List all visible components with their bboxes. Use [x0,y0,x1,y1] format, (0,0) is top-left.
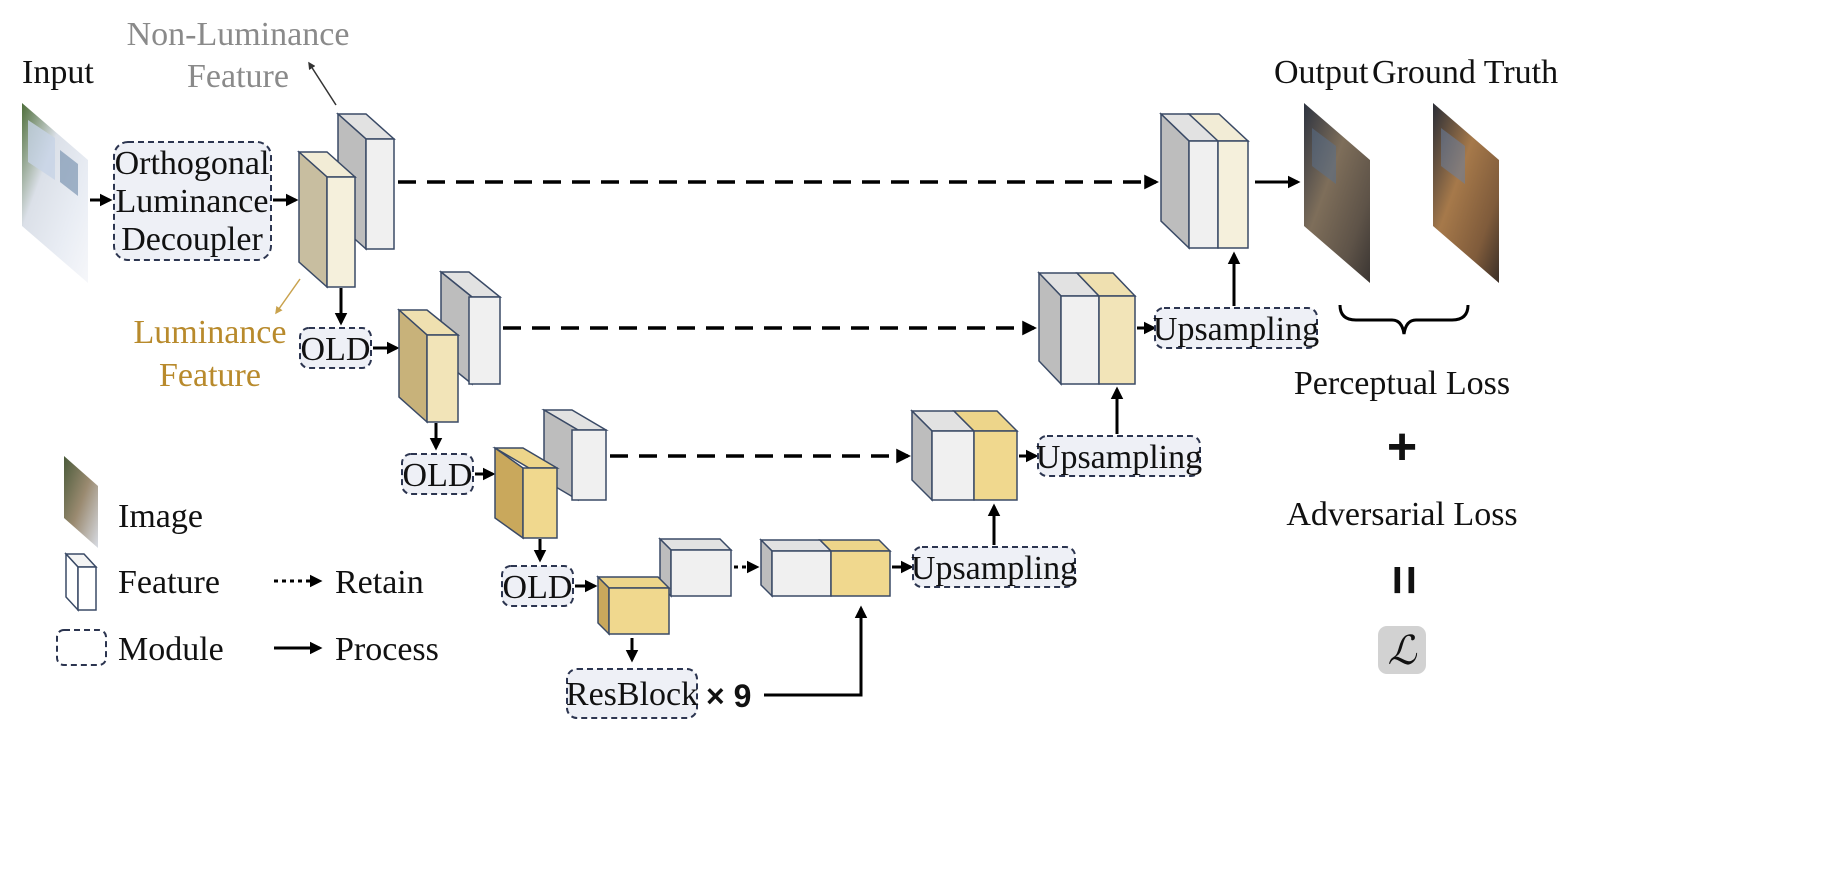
old-label-line1: Orthogonal [115,145,270,182]
old-label-line3: Decoupler [121,221,263,258]
legend-feature-label: Feature [118,564,220,601]
non-luminance-label-line1: Non-Luminance [127,16,350,53]
old-module-level2: OLD [299,327,372,369]
resblock-repeat-label: × 9 [706,678,751,714]
feature-luminance-level2 [397,308,461,424]
loss-symbol: ℒ [1388,628,1418,673]
non-luminance-label-line2: Feature [187,58,289,95]
plus-sign: + [1387,418,1417,476]
legend-retain-label: Retain [335,564,424,601]
upsampling-label: Upsampling [911,550,1077,587]
feature-non-luminance-level4 [658,537,733,598]
ground-truth-image [1433,103,1499,283]
old-label-line2: Luminance [116,183,269,220]
old-short-label: OLD [503,569,573,606]
old-module-level4: OLD [501,565,574,607]
old-short-label: OLD [403,457,473,494]
decoder-feature-level2 [1037,271,1137,386]
decoder-feature-level3 [910,409,1019,502]
ground-truth-label: Ground Truth [1372,54,1558,91]
old-short-label: OLD [301,331,371,368]
legend-module-label: Module [118,631,224,668]
luminance-label-line2: Feature [159,357,261,394]
legend-process-label: Process [335,631,439,668]
perceptual-loss-label: Perceptual Loss [1294,365,1510,402]
legend-module-icon [56,629,107,666]
luminance-label-line1: Luminance [134,314,287,351]
equals-sign: = [1375,565,1433,595]
legend-feature-icon [64,552,98,612]
upsampling-label: Upsampling [1036,439,1202,476]
non-luminance-pointer [308,61,337,106]
feature-luminance-level3 [492,446,560,540]
upsampling-module-level2: Upsampling [1153,307,1319,349]
input-label: Input [22,54,94,91]
feature-luminance-level1 [297,150,357,289]
orthogonal-luminance-decoupler-module: Orthogonal Luminance Decoupler [113,141,272,261]
luminance-pointer [275,278,301,315]
output-image [1304,103,1370,283]
old-module-level3: OLD [401,453,474,495]
total-loss-badge: ℒ [1378,626,1426,674]
legend: Image Feature Module Retain Process [56,456,439,668]
decoder-feature-level1 [1159,112,1250,250]
decoder-feature-level4 [759,538,892,598]
feature-luminance-level4 [596,575,671,636]
adversarial-loss-label: Adversarial Loss [1286,496,1517,533]
loss-brace [1338,304,1470,335]
resblock-label: ResBlock [566,676,698,713]
output-label: Output [1274,54,1369,91]
arrow-resblock-to-decoder [764,605,868,697]
upsampling-module-level4: Upsampling [911,546,1077,588]
legend-image-icon [64,456,98,548]
upsampling-module-level3: Upsampling [1036,435,1202,477]
legend-image-label: Image [118,498,203,535]
input-image [22,103,88,283]
upsampling-label: Upsampling [1153,311,1319,348]
resblock-module: ResBlock [566,668,698,719]
